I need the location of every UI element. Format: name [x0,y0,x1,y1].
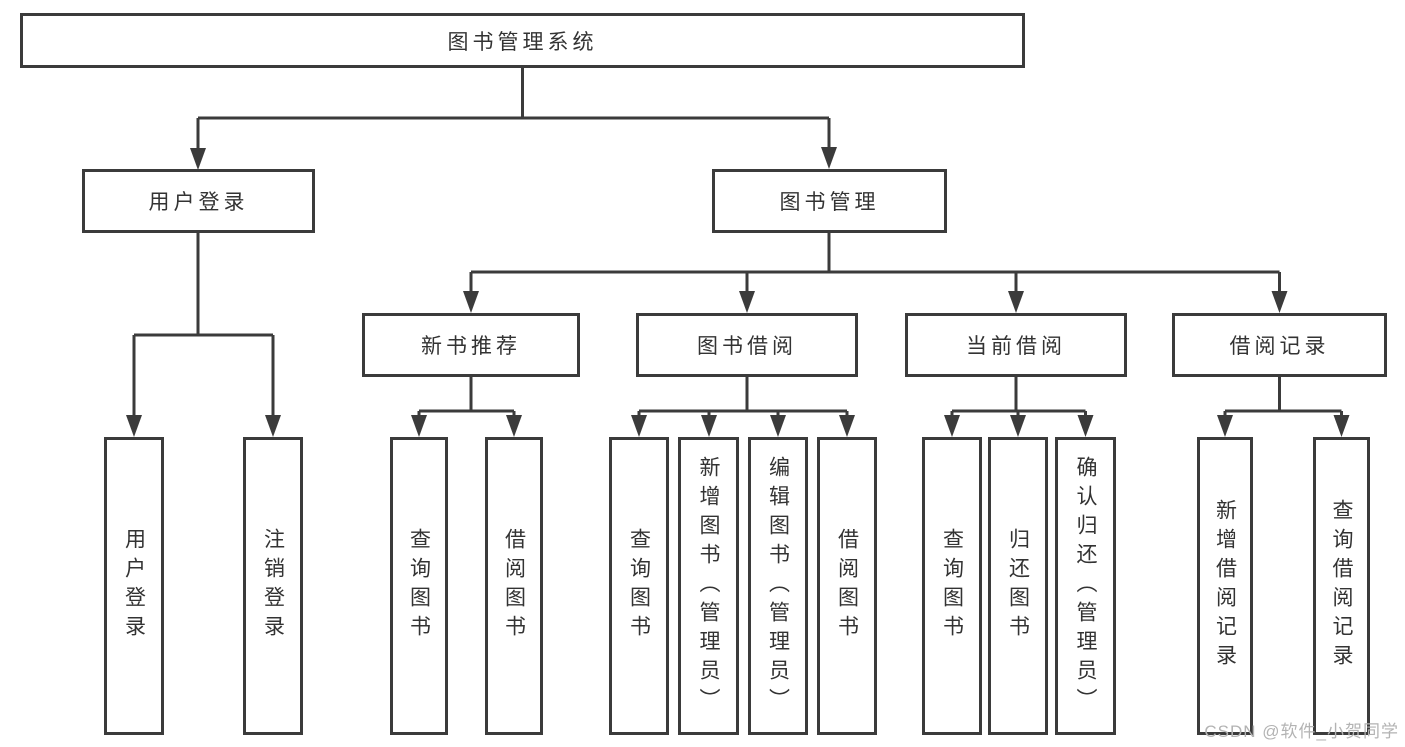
leaf-current-query-books: 查询图书 [922,437,982,735]
arrowhead [1333,415,1350,437]
leaf-label: 查询图书 [940,528,964,644]
leaf-borrowing-edit-books-admin: 编辑图书（管理员） [748,437,808,735]
leaf-label: 借阅图书 [835,528,859,644]
arrowhead [506,415,522,437]
node-user-login: 用户登录 [82,169,315,233]
leaf-label: 用户登录 [122,528,146,644]
leaf-user-login: 用户登录 [104,437,164,735]
arrowhead [839,415,855,437]
watermark: CSDN @软件_小贺同学 [1204,722,1399,741]
connector-newbooks-children [417,377,516,419]
connector-borrowing-children [637,377,849,419]
arrowhead [265,415,281,437]
leaf-label: 归还图书 [1006,528,1030,644]
leaf-label: 查询借阅记录 [1330,499,1353,673]
node-new-book-recommend: 新书推荐 [362,313,580,377]
leaf-newbooks-query-books: 查询图书 [390,437,448,735]
connector-root-to-level2 [196,68,831,152]
connector-records-children [1223,377,1343,419]
arrowhead [1008,291,1024,313]
node-root-library-system: 图书管理系统 [20,13,1025,68]
leaf-label: 编辑图书（管理员） [766,455,790,717]
leaf-label: 查询图书 [627,528,651,644]
leaf-label: 借阅图书 [502,528,526,644]
arrowhead [463,291,479,313]
leaf-newbooks-borrow-books: 借阅图书 [485,437,543,735]
leaf-borrowing-query-books: 查询图书 [609,437,669,735]
arrowhead [411,415,427,437]
node-current-borrowing: 当前借阅 [905,313,1127,377]
leaf-label: 注销登录 [261,528,285,644]
node-book-borrowing: 图书借阅 [636,313,858,377]
leaf-borrowing-add-books-admin: 新增图书（管理员） [678,437,739,735]
leaf-current-confirm-return-admin: 确认归还（管理员） [1055,437,1116,735]
connector-current-children [950,377,1087,419]
arrowhead [1217,415,1233,437]
leaf-current-return-books: 归还图书 [988,437,1048,735]
arrowhead [701,415,717,437]
leaf-records-add-record: 新增借阅记录 [1197,437,1253,735]
leaf-label: 查询图书 [407,528,431,644]
arrowhead [1010,415,1026,437]
leaf-label: 新增图书（管理员） [697,455,720,717]
connector-bookmgmt-children [469,233,1281,295]
connector-userlogin-children [132,233,275,419]
node-book-management: 图书管理 [712,169,947,233]
arrowhead [944,415,960,437]
arrowhead [631,415,647,437]
arrowhead [1271,291,1288,313]
leaf-logout-login: 注销登录 [243,437,303,735]
arrowhead [739,291,755,313]
arrowhead [190,148,206,170]
leaf-label: 确认归还（管理员） [1074,455,1097,717]
arrowhead [770,415,786,437]
arrowhead [126,415,142,437]
arrowhead [821,147,837,169]
leaf-records-query-record: 查询借阅记录 [1313,437,1370,735]
leaf-label: 新增借阅记录 [1213,499,1237,673]
node-borrow-records: 借阅记录 [1172,313,1387,377]
leaf-borrowing-borrow-books: 借阅图书 [817,437,877,735]
arrowhead [1077,415,1094,437]
